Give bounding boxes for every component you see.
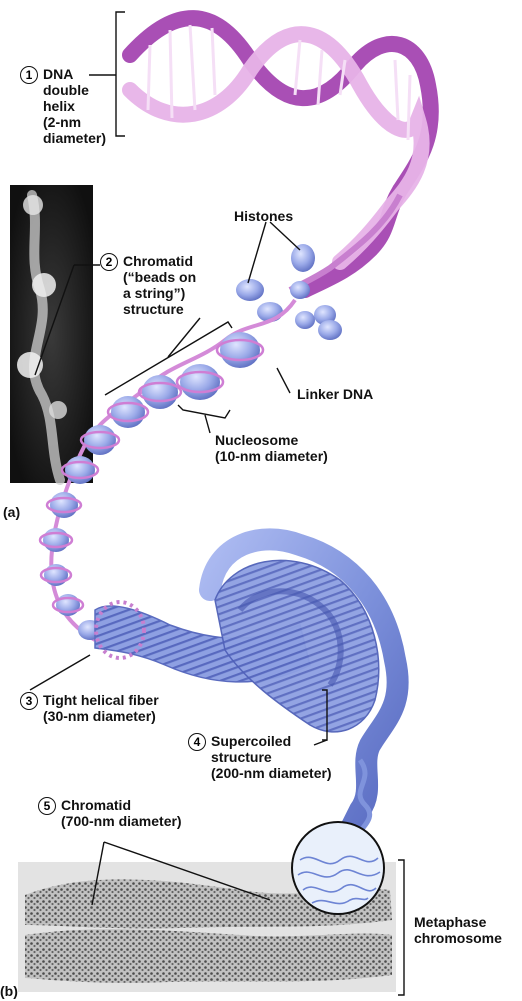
supercoiled-structure (199, 528, 409, 861)
chromatid-label-text: Chromatid (“beads on a string”) structur… (123, 253, 197, 317)
label-linker-dna: Linker DNA (297, 386, 374, 402)
tight-fiber-label-text: Tight helical fiber (30-nm diameter) (43, 692, 159, 724)
step-number-4: 4 (188, 733, 206, 751)
step-number-5: 5 (38, 797, 56, 815)
chromatid700-label-text: Chromatid (700-nm diameter) (61, 797, 182, 829)
label-histones: Histones (234, 208, 294, 224)
label-nucleosome: Nucleosome (10-nm diameter) (215, 432, 328, 464)
micrograph-beads-on-string (10, 185, 93, 485)
label-chromatid-beads: 2 Chromatid (“beads on a string”) struct… (100, 253, 196, 317)
panel-label-a: (a) (3, 504, 21, 520)
dna-label-text: DNA double helix (2-nm diameter) (43, 66, 107, 146)
label-tight-helical-fiber: 3 Tight helical fiber (30-nm diameter) (20, 692, 159, 724)
dna-double-helix (122, 10, 439, 298)
beads-on-string-fiber (38, 298, 297, 642)
label-metaphase-chromosome: Metaphase chromosome (414, 914, 502, 946)
label-chromatid-700nm: 5 Chromatid (700-nm diameter) (38, 797, 182, 829)
step-number-2: 2 (100, 253, 118, 271)
label-supercoiled-structure: 4 Supercoiled structure (200-nm diameter… (188, 733, 332, 781)
metaphase-chromosome (18, 821, 396, 992)
panel-label-b: (b) (0, 983, 18, 999)
leader-lines (29, 11, 405, 996)
supercoiled-label-text: Supercoiled structure (200-nm diameter) (211, 733, 332, 781)
step-number-1: 1 (20, 66, 38, 84)
label-dna-double-helix: 1 DNA double helix (2-nm diameter) (20, 66, 106, 146)
step-number-3: 3 (20, 692, 38, 710)
